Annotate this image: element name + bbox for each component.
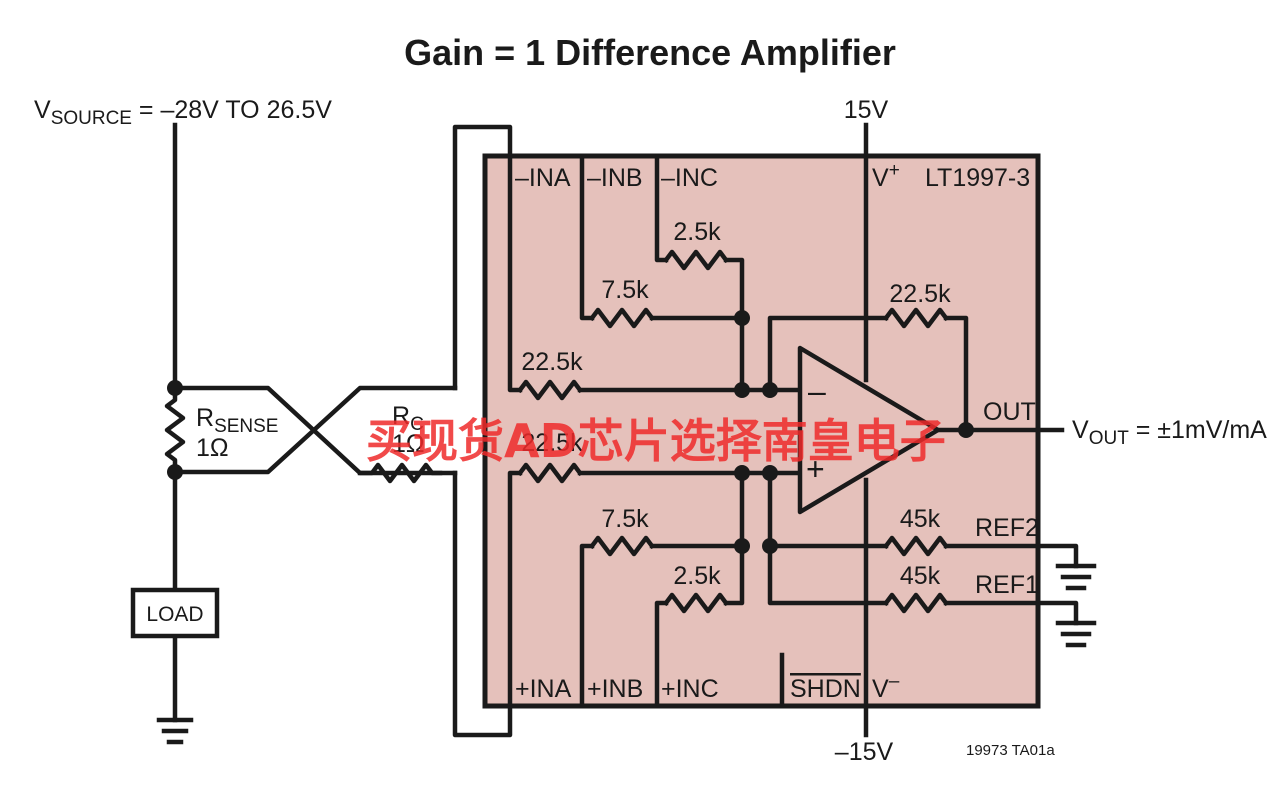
pin-inb-neg: –INB bbox=[587, 164, 643, 192]
pin-vplus: V+ bbox=[872, 160, 900, 192]
ref1-ground-icon bbox=[1055, 620, 1097, 648]
load-box bbox=[130, 587, 220, 639]
pin-shdn: SHDN bbox=[790, 675, 861, 703]
rsense-label: RSENSE bbox=[196, 404, 278, 437]
junction-dots bbox=[734, 310, 974, 554]
opamp-plus-sign: + bbox=[806, 451, 825, 487]
opamp-minus-sign: – bbox=[808, 373, 826, 409]
r-inc-pos-value: 2.5k bbox=[673, 562, 721, 590]
supply-negative: –15V bbox=[835, 738, 894, 766]
r-inb-pos-value: 7.5k bbox=[601, 505, 649, 533]
chip-name: LT1997-3 bbox=[925, 164, 1030, 192]
r-ina-neg-value: 22.5k bbox=[521, 348, 583, 376]
r-ina-pos-value: 22.5k bbox=[521, 429, 583, 457]
ref2-ground-icon bbox=[1055, 563, 1097, 591]
rc-label: RC bbox=[392, 402, 424, 435]
sense-node-bottom bbox=[167, 464, 183, 480]
sense-node-top bbox=[167, 380, 183, 396]
rsense-value: 1Ω bbox=[196, 434, 229, 462]
vout-label: VOUT = ±1mV/mA bbox=[1072, 416, 1267, 449]
pin-inc-pos: +INC bbox=[661, 675, 719, 703]
chip-internal-wiring bbox=[507, 122, 1079, 738]
pin-inc-neg: –INC bbox=[661, 164, 718, 192]
r-inc-neg-value: 2.5k bbox=[673, 218, 721, 246]
pin-ina-neg: –INA bbox=[515, 164, 571, 192]
pin-ref1: REF1 bbox=[975, 571, 1039, 599]
r-ref2-value: 45k bbox=[900, 505, 941, 533]
pin-vminus: V– bbox=[872, 671, 900, 703]
r-feedback-value: 22.5k bbox=[889, 280, 951, 308]
pin-out: OUT bbox=[983, 398, 1036, 426]
loop-wiring bbox=[452, 124, 513, 738]
pin-ina-pos: +INA bbox=[515, 675, 572, 703]
vsource-label: VSOURCE = –28V TO 26.5V bbox=[34, 96, 332, 129]
figure-id: 19973 TA01a bbox=[966, 742, 1055, 759]
watermark-text: 买现货AD芯片选择南皇电子 bbox=[366, 414, 946, 468]
page-title: Gain = 1 Difference Amplifier bbox=[404, 32, 896, 73]
pin-inb-pos: +INB bbox=[587, 675, 643, 703]
r-inb-neg-value: 7.5k bbox=[601, 276, 649, 304]
opamp-triangle bbox=[797, 345, 941, 515]
rc-value: 1Ω bbox=[392, 430, 425, 458]
rc-resistor bbox=[357, 462, 443, 484]
r-ref1-value: 45k bbox=[900, 562, 941, 590]
pin-ref2: REF2 bbox=[975, 514, 1039, 542]
load-label: LOAD bbox=[146, 603, 203, 626]
supply-positive: 15V bbox=[844, 96, 889, 124]
